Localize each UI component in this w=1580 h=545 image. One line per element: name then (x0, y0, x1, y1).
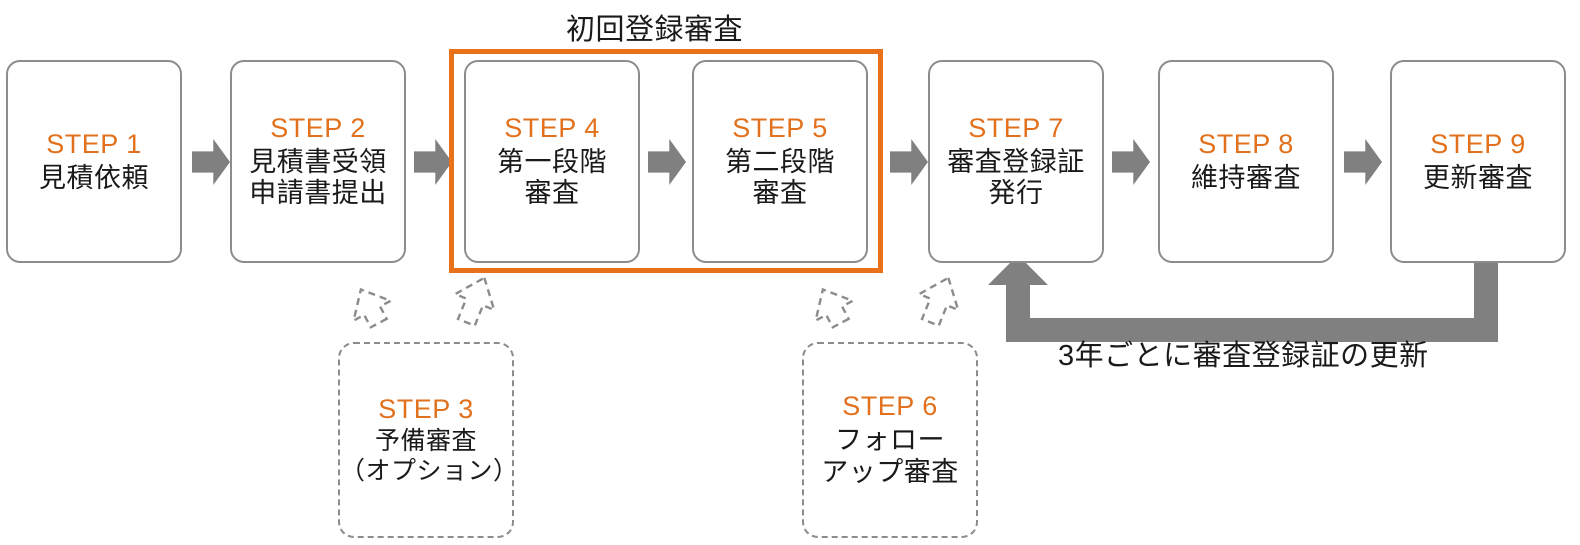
step-title: 第一段階 審査 (497, 146, 607, 209)
step-label: STEP 5 (732, 112, 828, 143)
step-box-7[interactable]: STEP 7 審査登録証 発行 (928, 60, 1104, 263)
dashed-block-arrow-down-step3 (334, 266, 400, 335)
step-title: 見積依頼 (39, 162, 149, 193)
renewal-loop-caption: 3年ごとに審査登録証の更新 (1058, 340, 1429, 372)
flow-arrow-1-to-2 (192, 139, 230, 185)
step-title: 見積書受領 申請書提出 (249, 146, 387, 209)
step-box-2[interactable]: STEP 2 見積書受領 申請書提出 (230, 60, 406, 263)
flow-arrow-5-to-7 (890, 139, 928, 185)
highlight-caption: 初回登録審査 (566, 14, 744, 46)
step-label: STEP 1 (46, 128, 142, 159)
step-title: 維持審査 (1191, 162, 1301, 193)
step-box-6[interactable]: STEP 6 フォロー アップ審査 (802, 342, 978, 538)
initial-registration-highlight (449, 49, 883, 273)
step-label: STEP 3 (378, 393, 474, 424)
step-box-8[interactable]: STEP 8 維持審査 (1158, 60, 1334, 263)
step-label: STEP 7 (968, 112, 1064, 143)
step-box-1[interactable]: STEP 1 見積依頼 (6, 60, 182, 263)
step-label: STEP 6 (842, 391, 938, 422)
step-label: STEP 2 (270, 112, 366, 143)
step-title: 審査登録証 発行 (947, 146, 1085, 209)
step-box-9[interactable]: STEP 9 更新審査 (1390, 60, 1566, 263)
dashed-block-arrow-up-step3 (444, 267, 507, 334)
step-title: 第二段階 審査 (725, 146, 835, 209)
step-title: フォロー アップ審査 (821, 425, 959, 487)
step-box-4[interactable]: STEP 4 第一段階 審査 (464, 60, 640, 263)
step-label: STEP 9 (1430, 128, 1526, 159)
step-label: STEP 4 (504, 112, 600, 143)
dashed-block-arrow-down-step6 (796, 266, 862, 335)
flow-arrow-7-to-8 (1112, 139, 1150, 185)
step-title: 予備審査 （オプション） (340, 427, 519, 485)
flow-arrow-2-to-4 (414, 139, 452, 185)
dashed-block-arrow-up-step6 (908, 267, 971, 334)
flow-arrow-8-to-9 (1344, 139, 1382, 185)
step-label: STEP 8 (1198, 128, 1294, 159)
step-title: 更新審査 (1423, 162, 1533, 193)
step-box-5[interactable]: STEP 5 第二段階 審査 (692, 60, 868, 263)
step-box-3[interactable]: STEP 3 予備審査 （オプション） (338, 342, 519, 538)
